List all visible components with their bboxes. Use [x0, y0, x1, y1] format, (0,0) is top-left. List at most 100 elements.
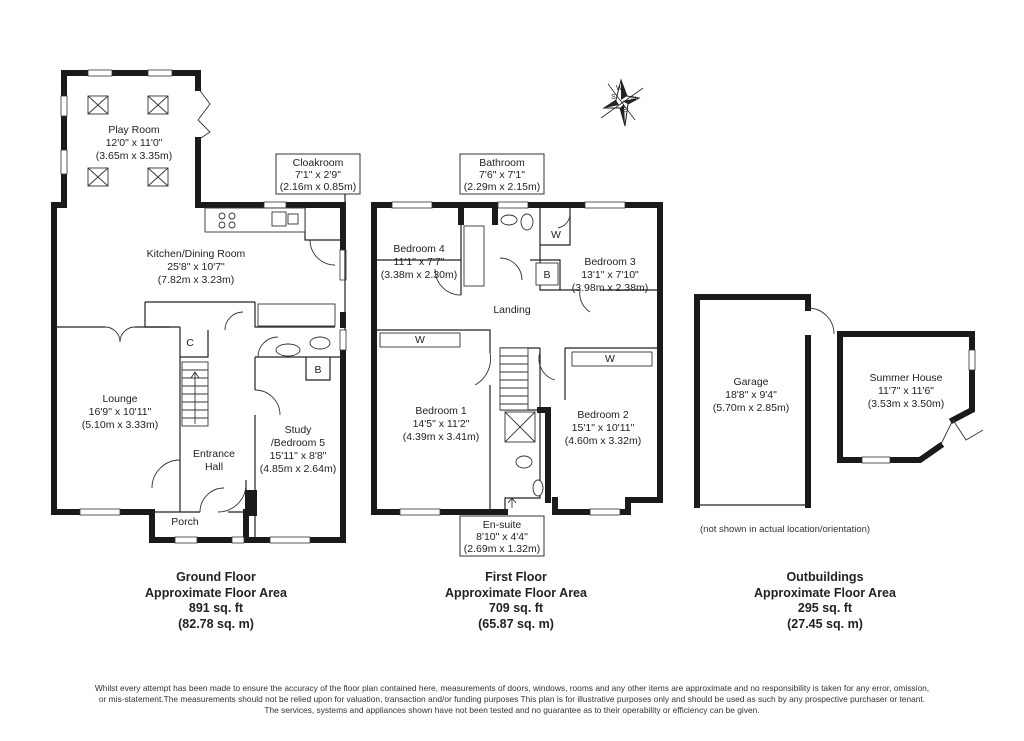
svg-text:(2.16m x 0.85m): (2.16m x 0.85m) [280, 181, 356, 193]
basin-icon [515, 455, 533, 469]
svg-text:Summer House: Summer House [870, 372, 943, 384]
svg-text:B: B [543, 269, 550, 281]
outbuildings-note: (not shown in actual location/orientatio… [700, 524, 871, 535]
wardrobe-marker: W [551, 229, 561, 241]
room-label-study: Study /Bedroom 5 15'11" x 8'8" (4.85m x … [260, 424, 336, 475]
compass-letter-w: W [616, 85, 623, 92]
svg-text:7'1" x 2'9": 7'1" x 2'9" [295, 169, 341, 181]
toilet-icon [532, 479, 544, 497]
wardrobe-marker: W [605, 353, 615, 365]
disclaimer: Whilst every attempt has been made to en… [60, 683, 964, 716]
svg-text:11'7" x 11'6": 11'7" x 11'6" [878, 385, 934, 397]
svg-text:Bathroom: Bathroom [479, 157, 525, 169]
svg-text:16'9" x 10'11": 16'9" x 10'11" [89, 406, 152, 418]
boiler-marker: B [535, 262, 559, 286]
svg-text:7'6" x 7'1": 7'6" x 7'1" [479, 169, 525, 181]
svg-text:(4.85m x 2.64m): (4.85m x 2.64m) [260, 463, 336, 475]
room-label-lounge: Lounge 16'9" x 10'11" (5.10m x 3.33m) [82, 393, 158, 431]
room-label-bedroom-2: Bedroom 2 15'1" x 10'11" (4.60m x 3.32m) [565, 409, 641, 447]
summer-house-plan [837, 331, 984, 464]
staircase-icon [181, 361, 209, 427]
svg-text:(7.82m x 3.23m): (7.82m x 3.23m) [158, 274, 234, 286]
svg-text:18'8" x 9'4": 18'8" x 9'4" [725, 389, 777, 401]
svg-text:15'1" x 10'11": 15'1" x 10'11" [572, 422, 635, 434]
svg-text:Garage: Garage [733, 376, 768, 388]
toilet-icon [309, 336, 331, 350]
ground-floor-plan [51, 69, 347, 544]
svg-text:(4.60m x 3.32m): (4.60m x 3.32m) [565, 435, 641, 447]
cupboard-marker: C [186, 337, 194, 349]
room-label-kitchen: Kitchen/Dining Room 25'8" x 10'7" (7.82m… [147, 248, 246, 286]
floor-subtitle: Approximate Floor Area [145, 585, 287, 600]
svg-text:(3.53m x 3.50m): (3.53m x 3.50m) [868, 398, 944, 410]
svg-text:(3.98m x 2.38m): (3.98m x 2.38m) [572, 282, 648, 294]
floor-area-sqft: 709 sq. ft [488, 601, 544, 615]
svg-text:/Bedroom 5: /Bedroom 5 [271, 437, 325, 449]
toilet-icon [520, 213, 534, 231]
svg-text:13'1" x 7'10": 13'1" x 7'10" [581, 269, 639, 281]
garage-plan [694, 294, 835, 508]
boiler-marker: B [314, 364, 321, 376]
disclaimer-line: Whilst every attempt has been made to en… [94, 683, 930, 693]
room-label-bedroom-3: Bedroom 3 13'1" x 7'10" (3.98m x 2.38m) [572, 256, 648, 294]
svg-text:Bedroom 3: Bedroom 3 [584, 256, 636, 268]
svg-text:12'0" x 11'0": 12'0" x 11'0" [106, 137, 163, 149]
ground-floor-summary: Ground Floor Approximate Floor Area 891 … [96, 570, 336, 632]
svg-text:Study: Study [285, 424, 313, 436]
floor-subtitle: Approximate Floor Area [445, 585, 587, 600]
room-label-bedroom-4: Bedroom 4 11'1" x 7'7" (3.38m x 2.30m) [381, 243, 457, 281]
svg-text:Cloakroom: Cloakroom [293, 157, 344, 169]
svg-text:(5.70m x 2.85m): (5.70m x 2.85m) [713, 402, 789, 414]
room-label-summer-house: Summer House 11'7" x 11'6" (3.53m x 3.50… [868, 372, 944, 410]
room-label-ensuite: En-suite 8'10" x 4'4" (2.69m x 1.32m) [459, 515, 545, 557]
floor-title: First Floor [485, 570, 547, 584]
svg-text:Bedroom 1: Bedroom 1 [415, 405, 467, 417]
room-label-garage: Garage 18'8" x 9'4" (5.70m x 2.85m) [713, 376, 789, 414]
first-floor-summary: First Floor Approximate Floor Area 709 s… [396, 570, 636, 632]
compass-letter-e: E [622, 107, 627, 114]
disclaimer-line: The services, systems and appliances sho… [264, 705, 760, 715]
svg-text:Bedroom 4: Bedroom 4 [393, 243, 445, 255]
floor-area-sqft: 295 sq. ft [797, 601, 853, 615]
compass-icon: N E S W [600, 78, 644, 127]
svg-text:(5.10m x 3.33m): (5.10m x 3.33m) [82, 419, 158, 431]
room-label-bedroom-1: Bedroom 1 14'5" x 11'2" (4.39m x 3.41m) [403, 405, 479, 443]
svg-text:25'8" x 10'7": 25'8" x 10'7" [167, 261, 225, 273]
floor-area-sqm: (27.45 sq. m) [787, 616, 863, 631]
svg-text:Entrance: Entrance [193, 448, 235, 460]
svg-text:8'10" x 4'4": 8'10" x 4'4" [476, 531, 528, 543]
bathtub-icon [463, 225, 485, 287]
outbuildings-summary: Outbuildings Approximate Floor Area 295 … [705, 570, 945, 632]
svg-text:(3.65m x 3.35m): (3.65m x 3.35m) [96, 150, 172, 162]
svg-text:(2.69m x 1.32m): (2.69m x 1.32m) [464, 543, 540, 555]
floor-area-sqft: 891 sq. ft [188, 601, 244, 615]
compass-letter-s: S [611, 94, 616, 101]
hob-icon [218, 212, 236, 229]
svg-text:En-suite: En-suite [483, 519, 522, 531]
first-floor-plan [371, 201, 663, 516]
svg-text:Lounge: Lounge [102, 393, 137, 405]
sink-icon [271, 211, 299, 227]
svg-text:(3.38m x 2.30m): (3.38m x 2.30m) [381, 269, 457, 281]
room-label-entrance-hall: Entrance Hall [193, 448, 235, 473]
floor-area-sqm: (65.87 sq. m) [478, 616, 554, 631]
disclaimer-line: or mis-statement.The measurements should… [98, 694, 926, 704]
wardrobe-marker: W [415, 334, 425, 346]
compass-letter-n: N [631, 96, 636, 103]
skylight-icon [87, 95, 169, 187]
basin-icon [275, 343, 301, 357]
svg-text:14'5" x 11'2": 14'5" x 11'2" [413, 418, 470, 430]
room-label-landing: Landing [493, 304, 531, 316]
room-label-play-room: Play Room 12'0" x 11'0" (3.65m x 3.35m) [96, 124, 172, 162]
svg-text:11'1" x 7'7": 11'1" x 7'7" [394, 256, 445, 268]
svg-text:(2.29m x 2.15m): (2.29m x 2.15m) [464, 181, 540, 193]
room-label-porch: Porch [171, 516, 199, 528]
room-label-cloakroom: Cloakroom 7'1" x 2'9" (2.16m x 0.85m) [275, 153, 361, 330]
floor-area-sqm: (82.78 sq. m) [178, 616, 254, 631]
svg-text:Hall: Hall [205, 461, 223, 473]
svg-text:15'11" x 8'8": 15'11" x 8'8" [270, 450, 327, 462]
staircase-icon [499, 347, 529, 411]
svg-text:Kitchen/Dining Room: Kitchen/Dining Room [147, 248, 246, 260]
floor-title: Ground Floor [176, 570, 256, 584]
room-label-bathroom: Bathroom 7'6" x 7'1" (2.29m x 2.15m) [459, 153, 545, 195]
